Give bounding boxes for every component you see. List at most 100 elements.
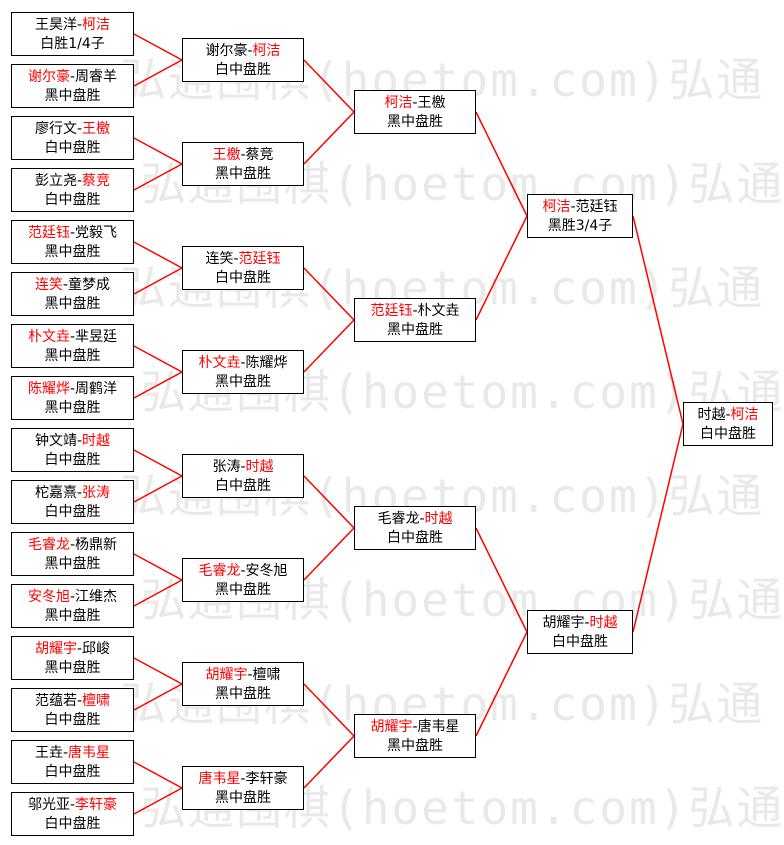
bracket-connector xyxy=(133,241,183,269)
match-players: 柯洁-范廷钰 xyxy=(528,198,632,217)
versus-dash: - xyxy=(240,563,246,579)
versus-dash: - xyxy=(725,407,731,423)
black-player-name: 王昊洋 xyxy=(34,17,77,33)
black-player-name: 胡耀宇 xyxy=(205,667,248,683)
black-player-name: 邬光亚 xyxy=(27,797,70,813)
match-players: 廖行文-王檄 xyxy=(12,120,133,139)
black-player-name: 范廷钰 xyxy=(27,225,70,241)
match-players: 柯洁-王檄 xyxy=(355,94,475,113)
bracket-connector xyxy=(133,59,183,87)
match-result: 黑中盘胜 xyxy=(387,114,443,130)
match-result: 白中盘胜 xyxy=(44,816,101,832)
versus-dash: - xyxy=(240,771,246,787)
black-player-name: 连笑 xyxy=(205,251,234,267)
match-result: 黑中盘胜 xyxy=(387,322,443,338)
white-player-name: 童梦成 xyxy=(68,277,111,293)
match-players: 邬光亚-李轩豪 xyxy=(12,796,133,815)
match-result: 黑中盘胜 xyxy=(215,166,271,182)
bracket-connector xyxy=(133,579,183,607)
versus-dash: - xyxy=(69,797,76,813)
bracket-connector xyxy=(303,111,355,165)
match-result: 黑中盘胜 xyxy=(387,738,443,754)
versus-dash: - xyxy=(69,381,76,397)
white-player-name: 时越 xyxy=(245,459,274,475)
black-player-name: 毛睿龙 xyxy=(198,563,241,579)
bracket-connector xyxy=(133,683,183,711)
match-result: 黑中盘胜 xyxy=(44,400,101,416)
bracket-connector xyxy=(303,267,355,321)
bracket-connector xyxy=(475,527,528,633)
match-result: 白胜1/4子 xyxy=(40,36,105,52)
match-result: 黑中盘胜 xyxy=(215,582,271,598)
bracket-connector xyxy=(303,59,355,113)
match-result: 白中盘胜 xyxy=(700,426,756,442)
match-result: 黑中盘胜 xyxy=(44,556,101,572)
white-player-name: 檀啸 xyxy=(82,693,111,709)
black-player-name: 柯洁 xyxy=(542,199,571,215)
match-box-r1-1: 王昊洋-柯洁白胜1/4子 xyxy=(11,12,134,56)
match-box-r2-2: 王檄-蔡竞黑中盘胜 xyxy=(182,142,304,186)
versus-dash: - xyxy=(69,589,76,605)
versus-dash: - xyxy=(76,17,83,33)
versus-dash: - xyxy=(76,641,83,657)
versus-dash: - xyxy=(412,719,418,735)
versus-dash: - xyxy=(76,173,83,189)
black-player-name: 范蕴若 xyxy=(34,693,77,709)
match-result: 黑中盘胜 xyxy=(44,348,101,364)
match-result: 白中盘胜 xyxy=(215,478,271,494)
versus-dash: - xyxy=(62,277,69,293)
match-players: 毛睿龙-安冬旭 xyxy=(183,562,303,581)
white-player-name: 时越 xyxy=(589,615,618,631)
match-players: 王檄-蔡竞 xyxy=(183,146,303,165)
match-players: 安冬旭-江维杰 xyxy=(12,588,133,607)
bracket-connector xyxy=(133,345,183,373)
white-player-name: 安冬旭 xyxy=(245,563,288,579)
match-box-r1-5: 范廷钰-党毅飞黑中盘胜 xyxy=(11,220,134,264)
black-player-name: 柯洁 xyxy=(384,95,413,111)
match-players: 朴文垚-陈耀烨 xyxy=(183,354,303,373)
match-box-r3-1: 柯洁-王檄黑中盘胜 xyxy=(354,90,476,134)
black-player-name: 谢尔豪 xyxy=(205,43,248,59)
bracket-connector xyxy=(133,787,183,815)
black-player-name: 柁嘉熹 xyxy=(34,485,77,501)
match-result: 黑中盘胜 xyxy=(44,244,101,260)
white-player-name: 周鹤洋 xyxy=(75,381,118,397)
match-result: 白中盘胜 xyxy=(215,270,271,286)
versus-dash: - xyxy=(247,43,253,59)
white-player-name: 周睿羊 xyxy=(75,69,118,85)
versus-dash: - xyxy=(76,693,83,709)
match-players: 王垚-唐韦星 xyxy=(12,744,133,763)
match-result: 白中盘胜 xyxy=(44,764,101,780)
match-players: 连笑-范廷钰 xyxy=(183,250,303,269)
match-players: 范廷钰-朴文垚 xyxy=(355,302,475,321)
match-result: 白中盘胜 xyxy=(44,192,101,208)
match-players: 毛睿龙-杨鼎新 xyxy=(12,536,133,555)
match-players: 唐韦星-李轩豪 xyxy=(183,770,303,789)
bracket-connector xyxy=(303,527,355,581)
black-player-name: 毛睿龙 xyxy=(27,537,70,553)
black-player-name: 陈耀烨 xyxy=(27,381,70,397)
match-box-r3-2: 范廷钰-朴文垚黑中盘胜 xyxy=(354,298,476,342)
bracket-connector xyxy=(475,111,528,217)
black-player-name: 胡耀宇 xyxy=(34,641,77,657)
white-player-name: 党毅飞 xyxy=(75,225,118,241)
match-result: 白中盘胜 xyxy=(387,530,443,546)
black-player-name: 朴文垚 xyxy=(27,329,70,345)
match-result: 白中盘胜 xyxy=(44,140,101,156)
versus-dash: - xyxy=(240,147,246,163)
white-player-name: 范廷钰 xyxy=(575,199,618,215)
bracket-connector xyxy=(475,631,528,737)
match-box-r1-8: 陈耀烨-周鹤洋黑中盘胜 xyxy=(11,376,134,420)
versus-dash: - xyxy=(247,667,253,683)
black-player-name: 张涛 xyxy=(212,459,241,475)
black-player-name: 毛睿龙 xyxy=(377,511,420,527)
match-box-r1-6: 连笑-童梦成黑中盘胜 xyxy=(11,272,134,316)
versus-dash: - xyxy=(419,511,425,527)
match-players: 王昊洋-柯洁 xyxy=(12,16,133,35)
match-result: 黑中盘胜 xyxy=(44,660,101,676)
match-players: 陈耀烨-周鹤洋 xyxy=(12,380,133,399)
versus-dash: - xyxy=(76,121,83,137)
match-players: 胡耀宇-唐韦星 xyxy=(355,718,475,737)
white-player-name: 唐韦星 xyxy=(68,745,111,761)
